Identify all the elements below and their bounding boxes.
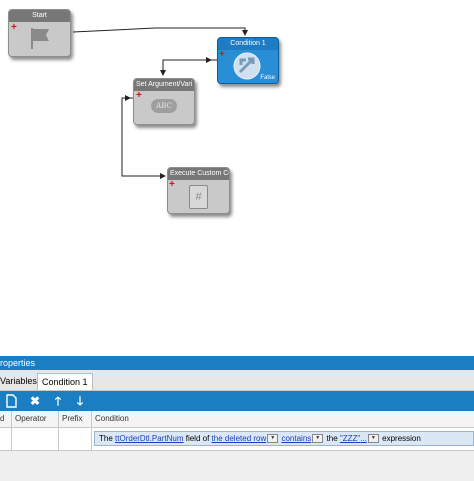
table-row[interactable]: The ttOrderDtl.PartNum field of the dele… (0, 428, 474, 451)
new-icon[interactable] (3, 393, 19, 409)
field-of-text: field of (185, 434, 210, 443)
set-argument-node-title: Set Argument/Vari (134, 79, 194, 91)
condition-arrows-icon (233, 52, 261, 80)
move-down-icon[interactable]: 🡓 (76, 394, 84, 408)
properties-panel: roperties Variables Condition 1 ✖ 🡑 🡓 d … (0, 356, 474, 481)
value-dropdown-icon[interactable]: ▼ (367, 434, 379, 444)
connector-condition-to-set-argument (160, 59, 218, 76)
connector-arrow-left-set (125, 95, 131, 101)
false-label: False (260, 75, 275, 81)
source-link[interactable]: the deleted row (211, 434, 267, 443)
properties-tabs: Variables Condition 1 (0, 370, 474, 391)
tab-variables[interactable]: Variables (0, 376, 37, 386)
add-icon[interactable]: + (169, 179, 175, 190)
properties-header: roperties (0, 356, 474, 370)
value-link[interactable]: "ZZZ" (339, 434, 361, 443)
tab-condition-1[interactable]: Condition 1 (37, 373, 93, 390)
add-icon[interactable]: + (136, 90, 142, 101)
set-argument-node[interactable]: Set Argument/Vari + ABC (133, 78, 195, 125)
grid-header: d Operator Prefix Condition (0, 411, 474, 428)
properties-toolbar: ✖ 🡑 🡓 (0, 391, 474, 411)
cell-operator[interactable] (12, 428, 59, 450)
column-header-condition: Condition (95, 414, 129, 423)
condition-grid: d Operator Prefix Condition The ttOrderD… (0, 411, 474, 451)
operator-dropdown-icon[interactable]: ▼ (312, 434, 324, 444)
execute-custom-node[interactable]: Execute Custom Co + # (167, 167, 230, 214)
condition-node[interactable]: Condition 1 + False (217, 37, 279, 84)
connector-lines (72, 27, 248, 179)
column-header-and: d (0, 411, 12, 427)
code-file-icon: # (189, 185, 208, 209)
field-link[interactable]: ttOrderDtl.PartNum (115, 434, 184, 443)
column-header-operator: Operator (12, 411, 59, 427)
start-node[interactable]: Start + (8, 9, 71, 57)
move-up-icon[interactable]: 🡑 (54, 394, 62, 408)
flag-icon (31, 28, 49, 49)
delete-icon[interactable]: ✖ (29, 394, 41, 408)
column-header-prefix: Prefix (59, 411, 92, 427)
cell-prefix[interactable] (59, 428, 92, 450)
condition-prefix-text: The (99, 434, 113, 443)
the-text: the (326, 434, 338, 443)
cell-and[interactable] (0, 428, 12, 450)
add-icon[interactable]: + (11, 22, 17, 33)
expression-text: expression (382, 434, 421, 443)
execute-custom-node-title: Execute Custom Co (168, 168, 229, 180)
condition-node-title: Condition 1 (218, 38, 278, 50)
operator-link[interactable]: contains (281, 434, 312, 443)
source-dropdown-icon[interactable]: ▼ (267, 434, 279, 444)
add-icon[interactable]: + (219, 49, 225, 60)
start-node-title: Start (9, 10, 70, 22)
condition-expression[interactable]: The ttOrderDtl.PartNum field of the dele… (94, 431, 474, 446)
connector-start-to-condition (72, 27, 248, 36)
connector-arrow-left-condition (206, 57, 212, 63)
abc-icon: ABC (151, 99, 177, 113)
workflow-canvas[interactable]: Start + Condition 1 + False Set Argument… (0, 0, 474, 356)
value-ellipsis[interactable]: ... (360, 434, 367, 443)
